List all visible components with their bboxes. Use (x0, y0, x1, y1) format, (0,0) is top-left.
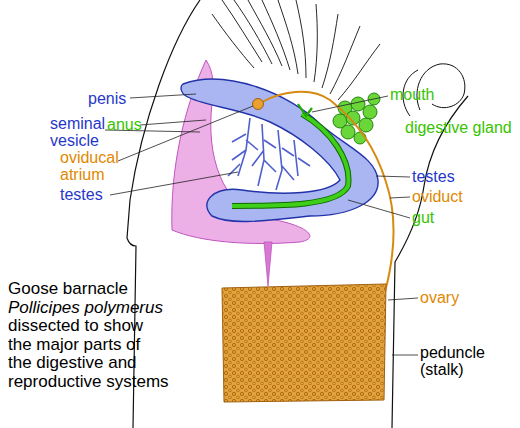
leader-line (118, 106, 253, 161)
cirrus (222, 0, 262, 62)
mouth (298, 104, 312, 116)
gland-lobe (351, 97, 365, 111)
gut (232, 114, 348, 206)
text-line: anus (107, 116, 142, 133)
cirrus (278, 0, 298, 74)
text-line: ovary (420, 289, 459, 306)
cirrus (262, 0, 290, 70)
part-label: anus (107, 116, 142, 133)
part-label: peduncle(stalk) (420, 344, 485, 378)
part-label: digestive gland (405, 119, 512, 136)
text-line: reproductive systems (8, 373, 169, 392)
cirrus (248, 0, 282, 66)
part-label: testes (412, 168, 455, 185)
text-line: penis (88, 90, 126, 107)
cirrus (296, 0, 306, 78)
text-line: vesicle (50, 132, 105, 149)
cirrus (322, 14, 338, 88)
part-label: mouth (390, 86, 434, 103)
oviducal-atrium (253, 99, 264, 110)
text-line: the digestive and (8, 354, 169, 373)
text-line: oviduct (412, 188, 463, 205)
text-line: dissected to show (8, 317, 169, 336)
cirrus (212, 14, 254, 68)
mantle-tail (264, 242, 272, 286)
text-line: gut (412, 209, 434, 226)
text-line: testes (60, 186, 103, 203)
leader-line (110, 172, 238, 195)
text-line: mouth (390, 86, 434, 103)
testes-branches (228, 118, 310, 190)
leader-line (348, 200, 410, 218)
cirrus (330, 26, 360, 94)
digestive-gland (333, 93, 380, 144)
part-label: seminalvesicle (50, 115, 105, 149)
text-line: peduncle (420, 344, 485, 361)
cirrus (338, 44, 380, 100)
gland-lobe (354, 132, 366, 144)
gland-lobe (359, 118, 373, 132)
ovary (222, 284, 386, 402)
leader-line (312, 96, 388, 112)
text-line: (stalk) (420, 361, 485, 378)
text-line: Goose barnacle (8, 280, 169, 299)
leader-line (390, 197, 410, 198)
cirrus (314, 4, 317, 82)
leader-line (388, 298, 418, 300)
oviduct (262, 92, 393, 292)
part-label: testes (60, 186, 103, 203)
text-line: atrium (60, 166, 119, 183)
text-line: the major parts of (8, 336, 169, 355)
leader-line (376, 176, 410, 177)
part-label: oviducalatrium (60, 149, 119, 183)
text-line: digestive gland (405, 119, 512, 136)
part-label: oviduct (412, 188, 463, 205)
part-label: penis (88, 90, 126, 107)
text-line: seminal (50, 115, 105, 132)
gut (232, 114, 348, 206)
gland-lobe (341, 125, 355, 139)
text-line: oviducal (60, 149, 119, 166)
peduncle-outline (392, 96, 468, 428)
part-label: ovary (420, 289, 459, 306)
leader-line (392, 355, 418, 356)
leader-line (140, 120, 206, 125)
text-line: testes (412, 168, 455, 185)
gland-lobe (363, 105, 377, 119)
figure-caption: Goose barnaclePollicipes polymerusdissec… (8, 280, 169, 391)
text-line: Pollicipes polymerus (8, 299, 169, 318)
leader-line (130, 94, 196, 98)
part-label: gut (412, 209, 434, 226)
